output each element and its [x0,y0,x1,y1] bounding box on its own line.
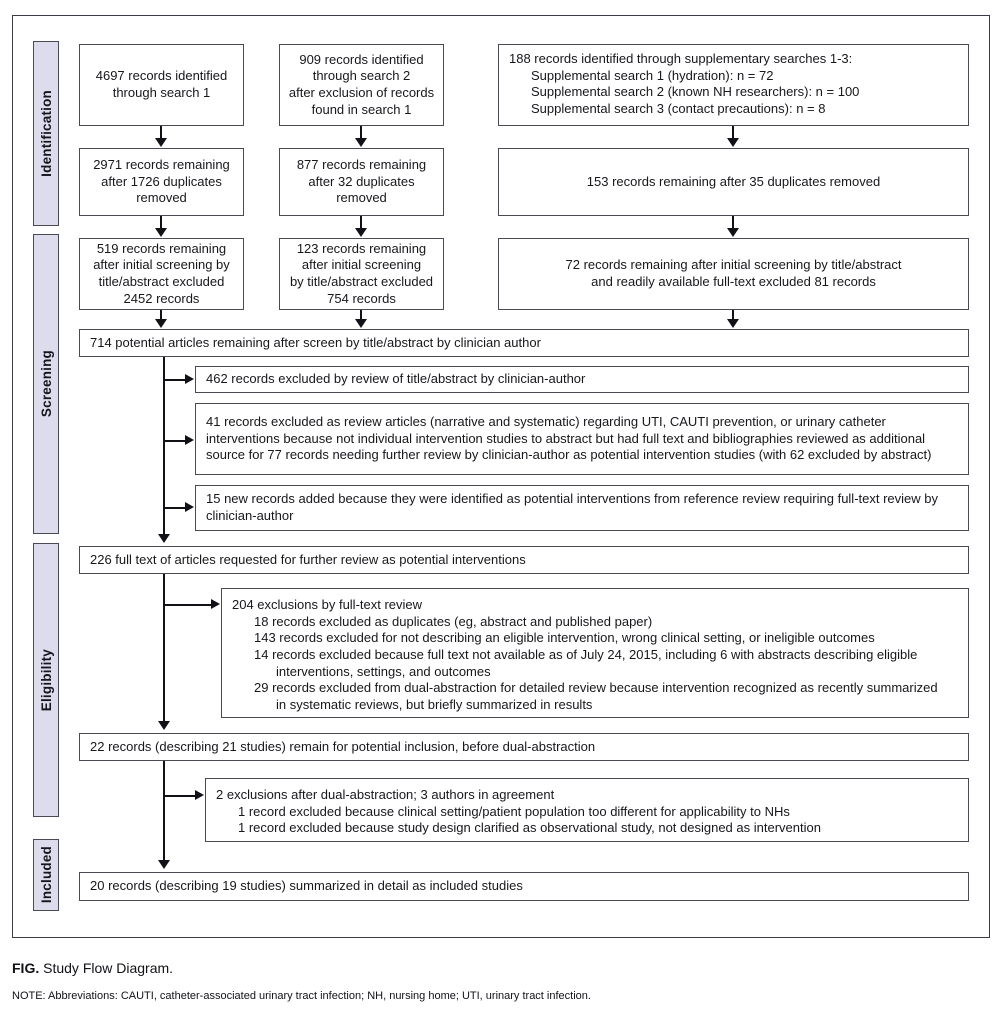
connector-branch-204 [163,604,213,606]
box-full-text-requested: 226 full text of articles requested for … [79,546,969,574]
box-potential-articles: 714 potential articles remaining after s… [79,329,969,357]
box-exclusions-dual-line1-text: 1 record excluded because clinical setti… [238,803,790,819]
box-supplementary-dedup-text: 153 records remaining after 35 duplicate… [586,173,881,189]
box-included-20: 20 records (describing 19 studies) summa… [79,872,969,901]
box-search1-identified: 4697 records identified through search 1 [79,44,244,126]
box-exclusions-dual-head-text: 2 exclusions after dual-abstraction; 3 a… [216,787,555,802]
box-included-20-text: 20 records (describing 19 studies) summa… [90,878,523,894]
box-excluded-41-text: 41 records excluded as review articles (… [206,414,932,463]
box-full-text-requested-text: 226 full text of articles requested for … [90,551,526,567]
box-excluded-41: 41 records excluded as review articles (… [195,403,969,475]
box-search2-screened-text: 123 records remaining after initial scre… [289,240,434,306]
arrow-screening-trunk [158,534,170,543]
box-supplementary-head-text: 188 records identified through supplemen… [509,51,853,66]
box-excluded-462: 462 records excluded by review of title/… [195,366,969,393]
arrow-eligibility-trunk [158,721,170,730]
box-exclusions-204-line4-text: 29 records excluded from dual-abstractio… [254,680,938,696]
connector-supplementary-screened [732,216,734,232]
stage-label-screening-text: Screening [38,350,54,418]
box-supplementary-dedup: 153 records remaining after 35 duplicate… [498,148,969,216]
arrow-supplementary-dedup [727,138,739,147]
arrow-branch-462 [185,374,194,384]
connector-branch-dual [163,795,197,797]
box-exclusions-204: 204 exclusions by full-text review 18 re… [221,588,969,718]
connector-supplementary-dedup [732,126,734,142]
arrow-included-trunk [158,860,170,869]
box-search1-screened: 519 records remaining after initial scre… [79,238,244,310]
stage-label-eligibility-text: Eligibility [38,648,54,712]
connector-col1-potential [160,310,162,324]
flow-diagram-frame: Identification Screening Eligibility Inc… [12,15,990,938]
connector-search2-screened [360,216,362,232]
arrow-search1-screened [155,228,167,237]
connector-search1-dedup [160,126,162,142]
stage-label-included: Included [33,839,59,911]
box-search1-screened-text: 519 records remaining after initial scre… [93,240,230,306]
box-exclusions-204-line3-text: 14 records excluded because full text no… [254,646,918,662]
stage-label-included-text: Included [38,846,54,904]
figure-title: Study Flow Diagram. [39,960,174,976]
box-added-15: 15 new records added because they were i… [195,485,969,531]
connector-search1-screened [160,216,162,232]
box-search2-identified-text: 909 records identified through search 2 … [288,51,435,117]
connector-branch-15 [163,507,187,509]
box-potential-articles-text: 714 potential articles remaining after s… [90,334,541,350]
box-supplementary-line2-text: Supplemental search 2 (known NH research… [531,84,860,100]
box-exclusions-204-line1-text: 18 records excluded as duplicates (eg, a… [254,613,653,629]
box-exclusions-204-line3b-text: interventions, settings, and outcomes [276,663,491,679]
box-remain-22: 22 records (describing 21 studies) remai… [79,733,969,761]
connector-included-trunk [163,761,165,865]
figure-tag: FIG. [12,960,40,976]
arrow-branch-dual [195,790,204,800]
connector-eligibility-trunk [163,574,165,726]
arrow-search1-dedup [155,138,167,147]
figure-note: NOTE: Abbreviations: CAUTI, catheter-ass… [12,990,591,1002]
connector-search2-dedup [360,126,362,142]
box-search1-dedup: 2971 records remaining after 1726 duplic… [79,148,244,216]
box-exclusions-dual: 2 exclusions after dual-abstraction; 3 a… [205,778,969,842]
arrow-supplementary-screened [727,228,739,237]
arrow-col1-potential [155,319,167,328]
arrow-branch-41 [185,435,194,445]
box-exclusions-204-head-text: 204 exclusions by full-text review [232,597,423,612]
arrow-search2-screened [355,228,367,237]
arrow-col3-potential [727,319,739,328]
arrow-col2-potential [355,319,367,328]
connector-col3-potential [732,310,734,324]
connector-branch-462 [163,379,187,381]
box-exclusions-dual-line2-text: 1 record excluded because study design c… [238,820,821,836]
box-added-15-text: 15 new records added because they were i… [206,491,938,523]
box-excluded-462-text: 462 records excluded by review of title/… [206,371,586,387]
box-search2-dedup-text: 877 records remaining after 32 duplicate… [296,157,427,206]
box-exclusions-204-line2-text: 143 records excluded for not describing … [254,630,875,646]
box-search2-screened: 123 records remaining after initial scre… [279,238,444,310]
box-search2-identified: 909 records identified through search 2 … [279,44,444,126]
stage-label-screening: Screening [33,234,59,534]
box-search1-dedup-text: 2971 records remaining after 1726 duplic… [93,157,230,206]
box-supplementary-line3-text: Supplemental search 3 (contact precautio… [531,100,826,116]
stage-label-identification-text: Identification [38,90,54,177]
connector-col2-potential [360,310,362,324]
arrow-branch-204 [211,599,220,609]
connector-screening-trunk [163,357,165,539]
box-supplementary-identified: 188 records identified through supplemen… [498,44,969,126]
box-search2-dedup: 877 records remaining after 32 duplicate… [279,148,444,216]
box-exclusions-204-line4b-text: in systematic reviews, but briefly summa… [276,696,593,712]
stage-label-identification: Identification [33,41,59,226]
figure-caption: FIG. Study Flow Diagram. [12,960,990,976]
connector-branch-41 [163,440,187,442]
box-supplementary-line1-text: Supplemental search 1 (hydration): n = 7… [531,67,774,83]
arrow-branch-15 [185,502,194,512]
box-remain-22-text: 22 records (describing 21 studies) remai… [90,738,596,754]
box-supplementary-screened: 72 records remaining after initial scree… [498,238,969,310]
arrow-search2-dedup [355,138,367,147]
box-supplementary-screened-text: 72 records remaining after initial scree… [565,257,902,289]
box-search1-identified-text: 4697 records identified through search 1 [95,68,228,100]
stage-label-eligibility: Eligibility [33,543,59,817]
